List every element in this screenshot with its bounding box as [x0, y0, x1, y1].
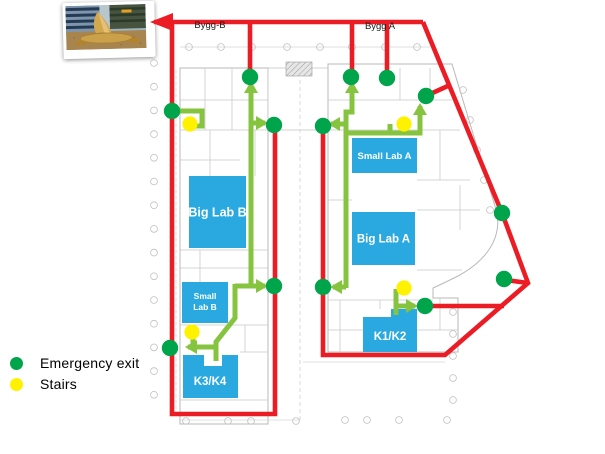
stairs-dot — [184, 324, 200, 340]
legend-item-stairs: Stairs — [10, 374, 139, 394]
room-small-lab-a — [352, 138, 417, 173]
emergency-exit-dot — [342, 68, 360, 86]
emergency-exit-dot — [416, 297, 434, 315]
emergency-exit-dot — [265, 277, 283, 295]
room-small-lab-b-label: Lab B — [193, 302, 217, 312]
emergency-exit-dot — [314, 117, 332, 135]
stairs-legend-dot — [10, 377, 23, 391]
emergency-exit-dot — [163, 102, 181, 120]
building-label-bygg-a: Bygg A — [365, 21, 396, 32]
walking-path-green — [343, 81, 359, 288]
propeller-photo-art — [65, 4, 147, 51]
room-big-lab-b — [189, 176, 246, 248]
stairs-dot — [396, 116, 412, 132]
room-small-lab-b — [182, 282, 228, 323]
room-small-lab-a-label: Small Lab A — [357, 151, 411, 162]
emergency-exit-dot — [378, 69, 396, 87]
room-small-lab-b-label: Small — [194, 291, 217, 301]
emergency-exit-dot — [495, 270, 513, 288]
legend-label-emergency-exit: Emergency exit — [40, 355, 140, 371]
legend: Emergency exit Stairs — [10, 353, 139, 395]
room-big-lab-b-label: Big Lab B — [188, 205, 246, 219]
walking-path-green — [346, 103, 427, 136]
emergency-exit-dot — [314, 278, 332, 296]
room-k1-k2 — [363, 309, 417, 352]
stairs-dot — [396, 280, 412, 296]
emergency-exit-dot — [241, 68, 259, 86]
room-k1-k2-label: K1/K2 — [374, 331, 407, 343]
legend-label-stairs: Stairs — [40, 376, 77, 392]
emergency-exit-legend-dot — [10, 356, 23, 370]
emergency-exit-dot — [493, 204, 511, 222]
stairs-dot — [182, 116, 198, 132]
emergency-exit-dot — [265, 116, 283, 134]
walking-path-green — [175, 108, 205, 129]
room-big-lab-a — [352, 212, 415, 265]
building-label-bygg-b: Bygg-B — [194, 20, 225, 31]
evacuation-route-red — [320, 21, 531, 358]
room-big-lab-a-label: Big Lab A — [357, 234, 410, 246]
room-k3-k4-label: K3/K4 — [194, 376, 227, 388]
evacuation-route-red — [169, 22, 278, 417]
emergency-exit-dot — [161, 339, 179, 357]
room-k3-k4 — [183, 355, 238, 398]
emergency-exit-dot — [417, 87, 435, 105]
legend-item-emergency-exit: Emergency exit — [10, 353, 139, 373]
walking-path-green — [185, 284, 238, 354]
propeller-photo — [62, 0, 156, 60]
